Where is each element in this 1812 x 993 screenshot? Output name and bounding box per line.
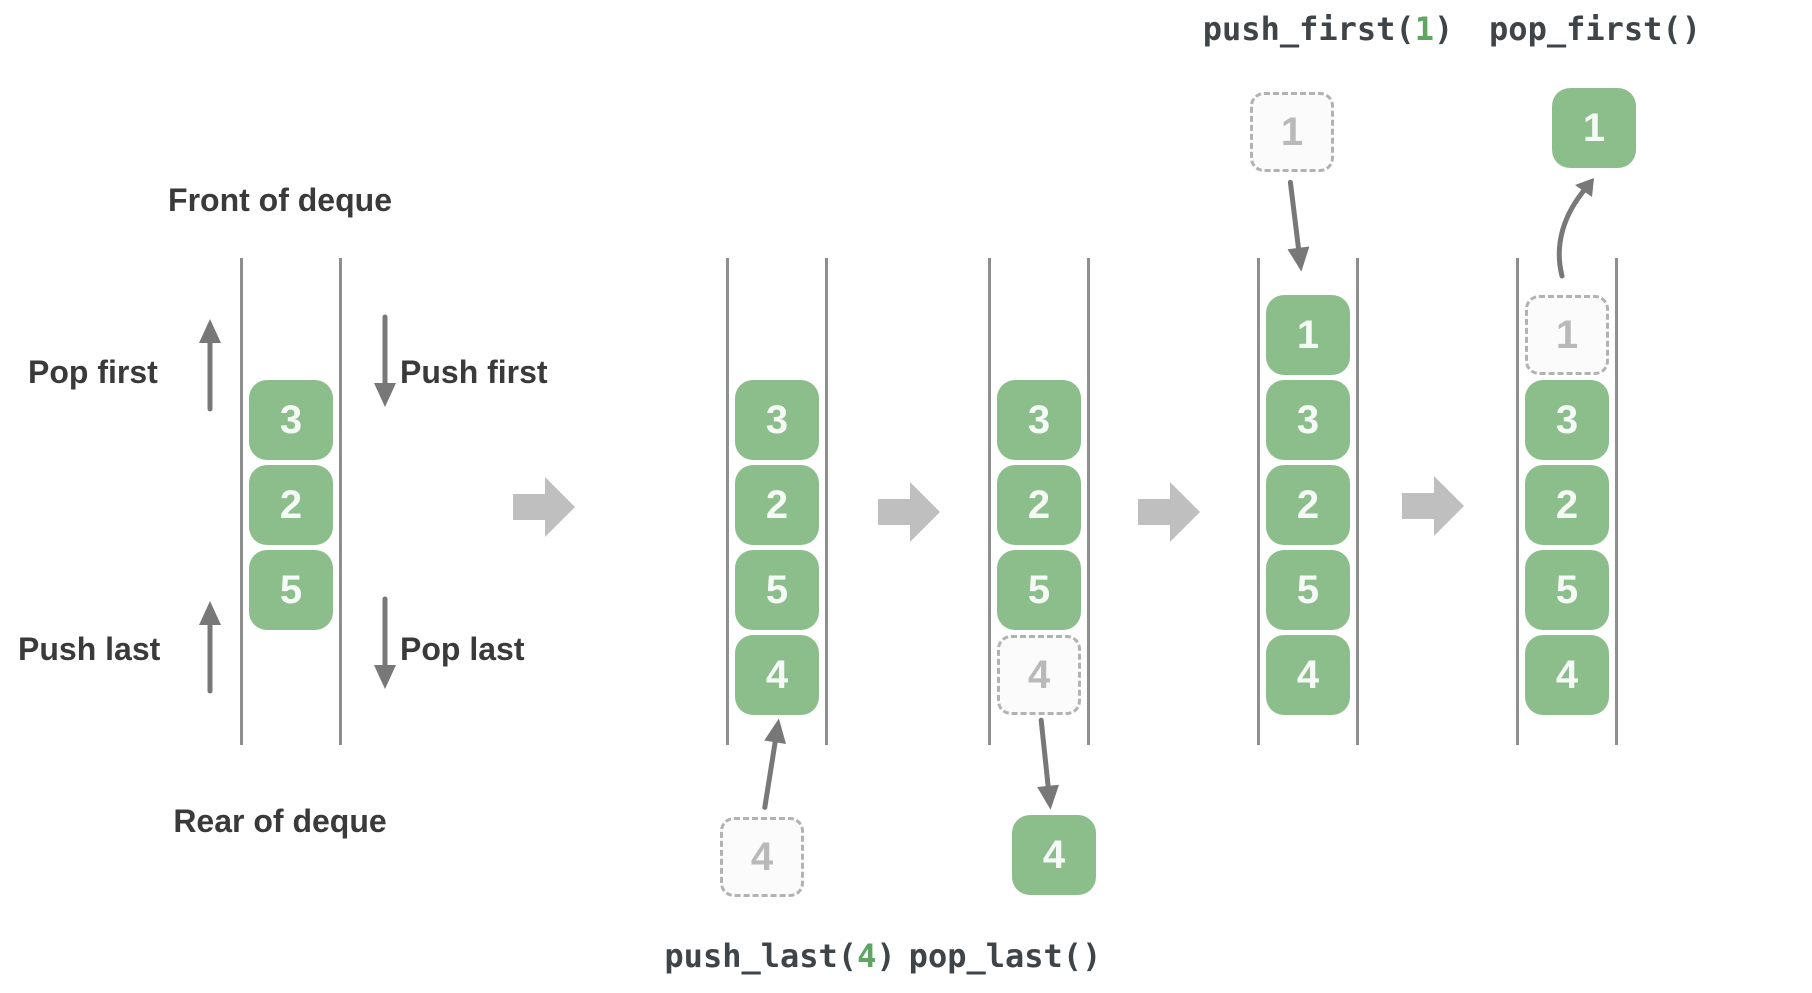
code-text: ) (1433, 10, 1454, 48)
push-first-label: Push first (400, 354, 548, 390)
deque-cell: 5 (1266, 550, 1350, 630)
deque-cell-ghost: 4 (997, 635, 1081, 715)
deque-cell: 4 (735, 635, 819, 715)
deque-4-push-first: 1 3 2 5 4 (1257, 258, 1359, 745)
step-arrow-icon (1402, 476, 1464, 536)
push-first-insert-arrow-icon (1287, 179, 1310, 272)
pop-last-arrow-icon (374, 596, 396, 689)
pop-last-remove-arrow-icon (1037, 717, 1060, 810)
pop-first-label: Pop first (28, 354, 158, 390)
deque-cell: 2 (1525, 465, 1609, 545)
step-arrow-icon (1138, 482, 1200, 542)
deque-cell: 5 (249, 550, 333, 630)
push-last-label: Push last (18, 631, 161, 667)
code-text: push_first( (1202, 10, 1415, 48)
deque-cell: 2 (1266, 465, 1350, 545)
ejected-cell: 1 (1552, 88, 1636, 168)
code-text: ) (876, 937, 896, 975)
push-last-code-label: push_last(4) (600, 937, 960, 975)
deque-cell-ghost: 1 (1525, 295, 1609, 375)
pop-last-code-label: pop_last() (908, 937, 1102, 975)
push-first-arrow-icon (374, 314, 396, 407)
pop-first-code-label: pop_first() (1489, 10, 1701, 48)
deque-cell: 3 (735, 380, 819, 460)
deque-cell: 4 (1266, 635, 1350, 715)
deque-cell: 2 (249, 465, 333, 545)
pop-first-remove-arrow-icon (1556, 178, 1594, 279)
deque-cell: 1 (1266, 295, 1350, 375)
deque-3-pop-last: 3 2 5 4 (988, 258, 1090, 745)
deque-cell: 3 (1266, 380, 1350, 460)
deque-cell: 5 (1525, 550, 1609, 630)
code-arg: 1 (1414, 10, 1434, 48)
deque-cell: 5 (735, 550, 819, 630)
deque-2-push-last: 3 2 5 4 (726, 258, 828, 745)
staged-cell-ghost: 4 (720, 817, 804, 897)
deque-cell: 3 (997, 380, 1081, 460)
deque-cell: 5 (997, 550, 1081, 630)
step-arrow-icon (513, 477, 575, 537)
step-arrow-icon (878, 482, 940, 542)
deque-cell: 4 (1525, 635, 1609, 715)
code-arg: 4 (857, 937, 877, 975)
pop-last-label: Pop last (400, 631, 525, 667)
rear-of-deque-label: Rear of deque (173, 803, 387, 839)
push-first-code-label: push_first(1) (1148, 10, 1508, 48)
staged-cell-ghost: 1 (1250, 92, 1334, 172)
ejected-cell: 4 (1012, 815, 1096, 895)
deque-5-pop-first: 1 3 2 5 4 (1516, 258, 1618, 745)
code-text: push_last( (664, 937, 858, 975)
deque-cell: 2 (735, 465, 819, 545)
front-of-deque-label: Front of deque (168, 182, 392, 218)
deque-cell: 3 (249, 380, 333, 460)
push-last-insert-arrow-icon (762, 718, 786, 810)
deque-cell: 2 (997, 465, 1081, 545)
pop-first-arrow-icon (199, 319, 221, 412)
deque-1-initial: 3 2 5 (240, 258, 342, 745)
push-last-arrow-icon (199, 601, 221, 694)
deque-cell: 3 (1525, 380, 1609, 460)
